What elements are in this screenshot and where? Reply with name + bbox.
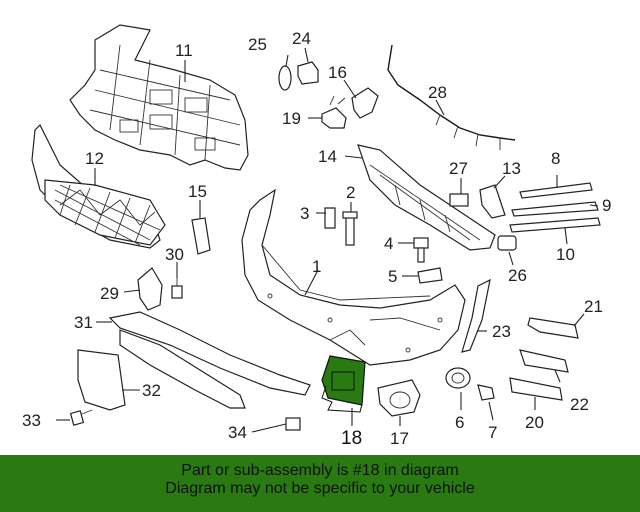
part-12-grille <box>31 123 166 249</box>
callout-28: 28 <box>428 83 447 102</box>
callout-16: 16 <box>328 63 347 82</box>
part-17-fog-bezel <box>377 379 421 417</box>
part-20-strip <box>509 377 563 401</box>
part-15-bracket <box>191 217 211 255</box>
part-10-strip <box>509 217 601 233</box>
callout-26: 26 <box>508 266 527 285</box>
callout-9: 9 <box>602 196 611 215</box>
part-1-bumper-cover <box>241 188 466 366</box>
callout-32: 32 <box>142 381 161 400</box>
callout-20: 20 <box>525 413 544 432</box>
callout-19: 19 <box>282 109 301 128</box>
part-29-bracket <box>137 267 163 311</box>
part-8-strip <box>519 182 593 199</box>
callout-3: 3 <box>300 204 309 223</box>
callout-1: 1 <box>312 257 321 276</box>
callout-10: 10 <box>556 245 575 264</box>
part-16-bracket <box>351 87 379 119</box>
callout-13: 13 <box>502 159 521 178</box>
leader-lines <box>56 47 599 433</box>
callout-17: 17 <box>390 429 409 448</box>
callout-11: 11 <box>175 41 193 60</box>
callout-5: 5 <box>388 267 397 286</box>
part-13-bracket <box>479 184 506 219</box>
callout-6: 6 <box>455 413 464 432</box>
part-5-clip <box>417 267 443 284</box>
part-11-carrier <box>69 24 249 171</box>
callout-7: 7 <box>488 423 497 442</box>
part-14-absorber <box>357 144 496 251</box>
callout-21: 21 <box>584 297 603 316</box>
callout-2: 2 <box>346 183 355 202</box>
callout-31: 31 <box>74 313 93 332</box>
callout-27: 27 <box>449 159 468 178</box>
callout-24: 24 <box>292 29 311 48</box>
callout-33: 33 <box>22 411 41 430</box>
part-34-bolt <box>285 417 301 431</box>
callout-22: 22 <box>570 395 589 414</box>
banner-line-1: Part or sub-assembly is #18 in diagram <box>181 462 459 479</box>
callout-23: 23 <box>492 322 511 341</box>
callout-18: 18 <box>341 428 362 449</box>
part-2-bolt <box>342 211 358 246</box>
part-9-strip <box>511 201 599 217</box>
banner-line-2: Diagram may not be specific to your vehi… <box>165 480 475 497</box>
callout-12: 12 <box>85 149 104 168</box>
callout-4: 4 <box>384 234 393 253</box>
part-7-bolt <box>477 384 495 401</box>
part-26-cap <box>497 235 517 251</box>
callout-30: 30 <box>165 245 184 264</box>
callout-29: 29 <box>100 284 119 303</box>
part-23-strip <box>461 278 491 353</box>
callout-8: 8 <box>551 149 560 168</box>
callout-34: 34 <box>228 423 247 442</box>
part-19-sensor <box>321 95 347 129</box>
part-27-clip <box>449 193 469 207</box>
part-4-bolt <box>413 237 429 263</box>
callout-15: 15 <box>188 182 207 201</box>
part-30-screw <box>171 278 183 299</box>
part-25-ring <box>278 65 292 91</box>
callout-labels: 11 12 25 24 16 19 28 14 27 13 8 9 10 26 … <box>22 29 611 449</box>
info-banner: Part or sub-assembly is #18 in diagram D… <box>0 455 640 512</box>
part-28-harness <box>387 44 516 141</box>
callout-25: 25 <box>248 35 267 54</box>
part-22-bracket <box>519 349 569 373</box>
part-31-lower-strip <box>108 311 311 409</box>
part-6-sensor <box>445 367 471 389</box>
part-24-bracket <box>297 61 319 85</box>
part-18-highlighted[interactable] <box>321 355 366 413</box>
part-33-bolt <box>69 409 93 426</box>
part-21-bracket <box>527 317 579 339</box>
part-3-clip <box>324 207 336 229</box>
part-32-plate-bracket <box>77 349 126 411</box>
callout-14: 14 <box>318 147 337 166</box>
